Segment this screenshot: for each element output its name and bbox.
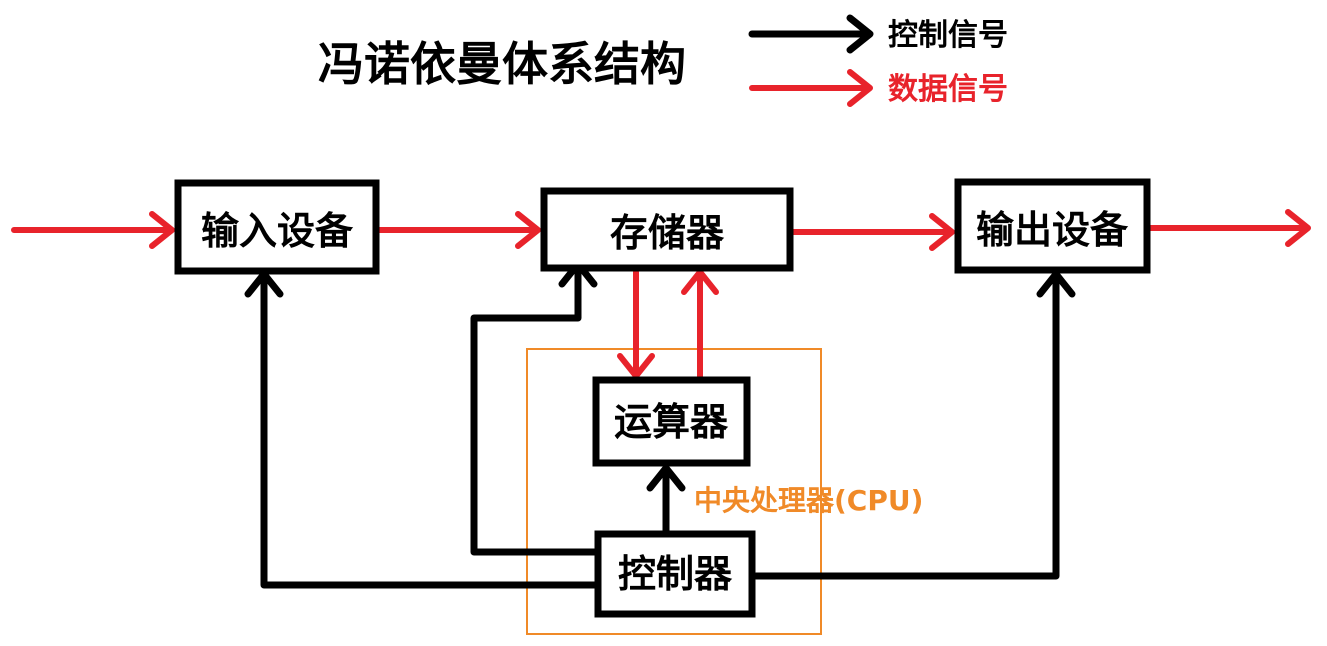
alu-label: 运算器 (614, 400, 729, 444)
input-device-box: 输入设备 (174, 179, 380, 275)
memory-label: 存储器 (610, 211, 725, 255)
data-arrow-memory-to-output (789, 213, 955, 251)
legend-control: 控制信号 (748, 14, 1008, 54)
output-device-label: 输出设备 (976, 208, 1129, 252)
page-title: 冯诺依曼体系结构 (318, 37, 686, 91)
legend-data-arrow (749, 69, 873, 107)
alu-box: 运算器 (592, 376, 751, 467)
control-line-to-output (752, 270, 1076, 580)
input-device-label: 输入设备 (201, 209, 354, 253)
legend-data-label: 数据信号 (888, 72, 1008, 107)
cpu-frame (526, 348, 822, 635)
control-line-to-memory (470, 260, 602, 556)
controller-box: 控制器 (594, 530, 756, 618)
data-arrow-input-to-memory (375, 211, 541, 249)
data-arrow-output-out (1147, 209, 1311, 247)
output-device-box: 输出设备 (954, 178, 1151, 274)
legend-control-label: 控制信号 (888, 18, 1008, 53)
cpu-label: 中央处理器(CPU) (694, 484, 923, 517)
memory-box: 存储器 (540, 187, 794, 272)
data-arrow-alu-to-memory (681, 269, 719, 381)
legend-control-arrow (748, 14, 874, 54)
control-line-to-alu (646, 464, 686, 536)
data-arrow-memory-to-alu (617, 269, 655, 379)
legend-data: 数据信号 (749, 69, 1008, 107)
controller-label: 控制器 (618, 552, 733, 596)
data-arrow-in-to-input (11, 211, 175, 249)
